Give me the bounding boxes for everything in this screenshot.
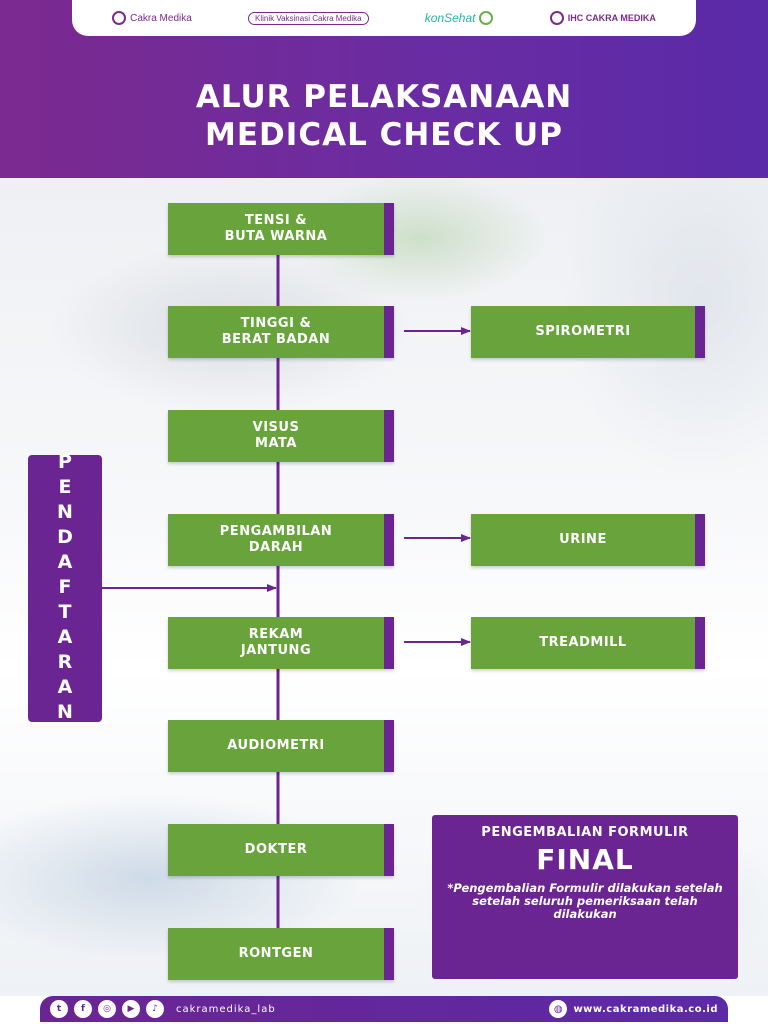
step-visus-mata: VISUS MATA xyxy=(168,410,394,462)
step-tensi-buta-warna: TENSI & BUTA WARNA xyxy=(168,203,394,255)
registration-label: PENDAFTARAN xyxy=(54,451,76,726)
social-handle[interactable]: cakramedika_lab xyxy=(176,1003,276,1015)
globe-icon: ◍ xyxy=(549,1000,568,1018)
step-rontgen: RONTGEN xyxy=(168,928,394,980)
page-title: ALUR PELAKSANAAN MEDICAL CHECK UP xyxy=(195,79,573,153)
flower-icon xyxy=(112,11,127,25)
step-audiometri: AUDIOMETRI xyxy=(168,720,394,772)
step-rekam-jantung: REKAM JANTUNG xyxy=(168,617,394,669)
header: Cakra Medika Klinik Vaksinasi Cakra Medi… xyxy=(0,0,768,178)
step-treadmill: TREADMILL xyxy=(471,617,705,669)
tiktok-icon[interactable]: ♪ xyxy=(146,1000,164,1018)
instagram-icon[interactable]: ◎ xyxy=(98,1000,116,1018)
leaf-icon xyxy=(479,11,494,25)
registration-box: PENDAFTARAN xyxy=(28,451,102,726)
cakra-medika-logo: Cakra Medika xyxy=(112,11,192,25)
konsehat-logo: konSehat xyxy=(425,11,494,25)
final-note: *Pengembalian Formulir dilakukan setelah… xyxy=(447,881,723,921)
facebook-icon[interactable]: f xyxy=(74,1000,92,1018)
gear-icon xyxy=(549,11,564,25)
final-return-box: PENGEMBALIAN FORMULIR FINAL *Pengembalia… xyxy=(432,815,738,979)
logo-bar: Cakra Medika Klinik Vaksinasi Cakra Medi… xyxy=(72,0,696,36)
ihc-logo: IHC CAKRA MEDIKA xyxy=(549,11,656,25)
website-link[interactable]: ◍ www.cakramedika.co.id xyxy=(549,1000,718,1018)
youtube-icon[interactable]: ▶ xyxy=(122,1000,140,1018)
social-icons: t f ◎ ▶ ♪ xyxy=(50,1000,164,1018)
step-pengambilan-darah: PENGAMBILAN DARAH xyxy=(168,514,394,566)
footer: t f ◎ ▶ ♪ cakramedika_lab ◍ www.cakramed… xyxy=(40,996,728,1022)
twitter-icon[interactable]: t xyxy=(50,1000,68,1018)
step-urine: URINE xyxy=(471,514,705,566)
step-spirometri: SPIROMETRI xyxy=(471,306,705,358)
step-dokter: DOKTER xyxy=(168,824,394,876)
step-tinggi-berat-badan: TINGGI & BERAT BADAN xyxy=(168,306,394,358)
klinik-vaksinasi-logo: Klinik Vaksinasi Cakra Medika xyxy=(248,11,369,25)
final-label: FINAL xyxy=(536,843,634,876)
final-subtitle: PENGEMBALIAN FORMULIR xyxy=(481,825,689,840)
